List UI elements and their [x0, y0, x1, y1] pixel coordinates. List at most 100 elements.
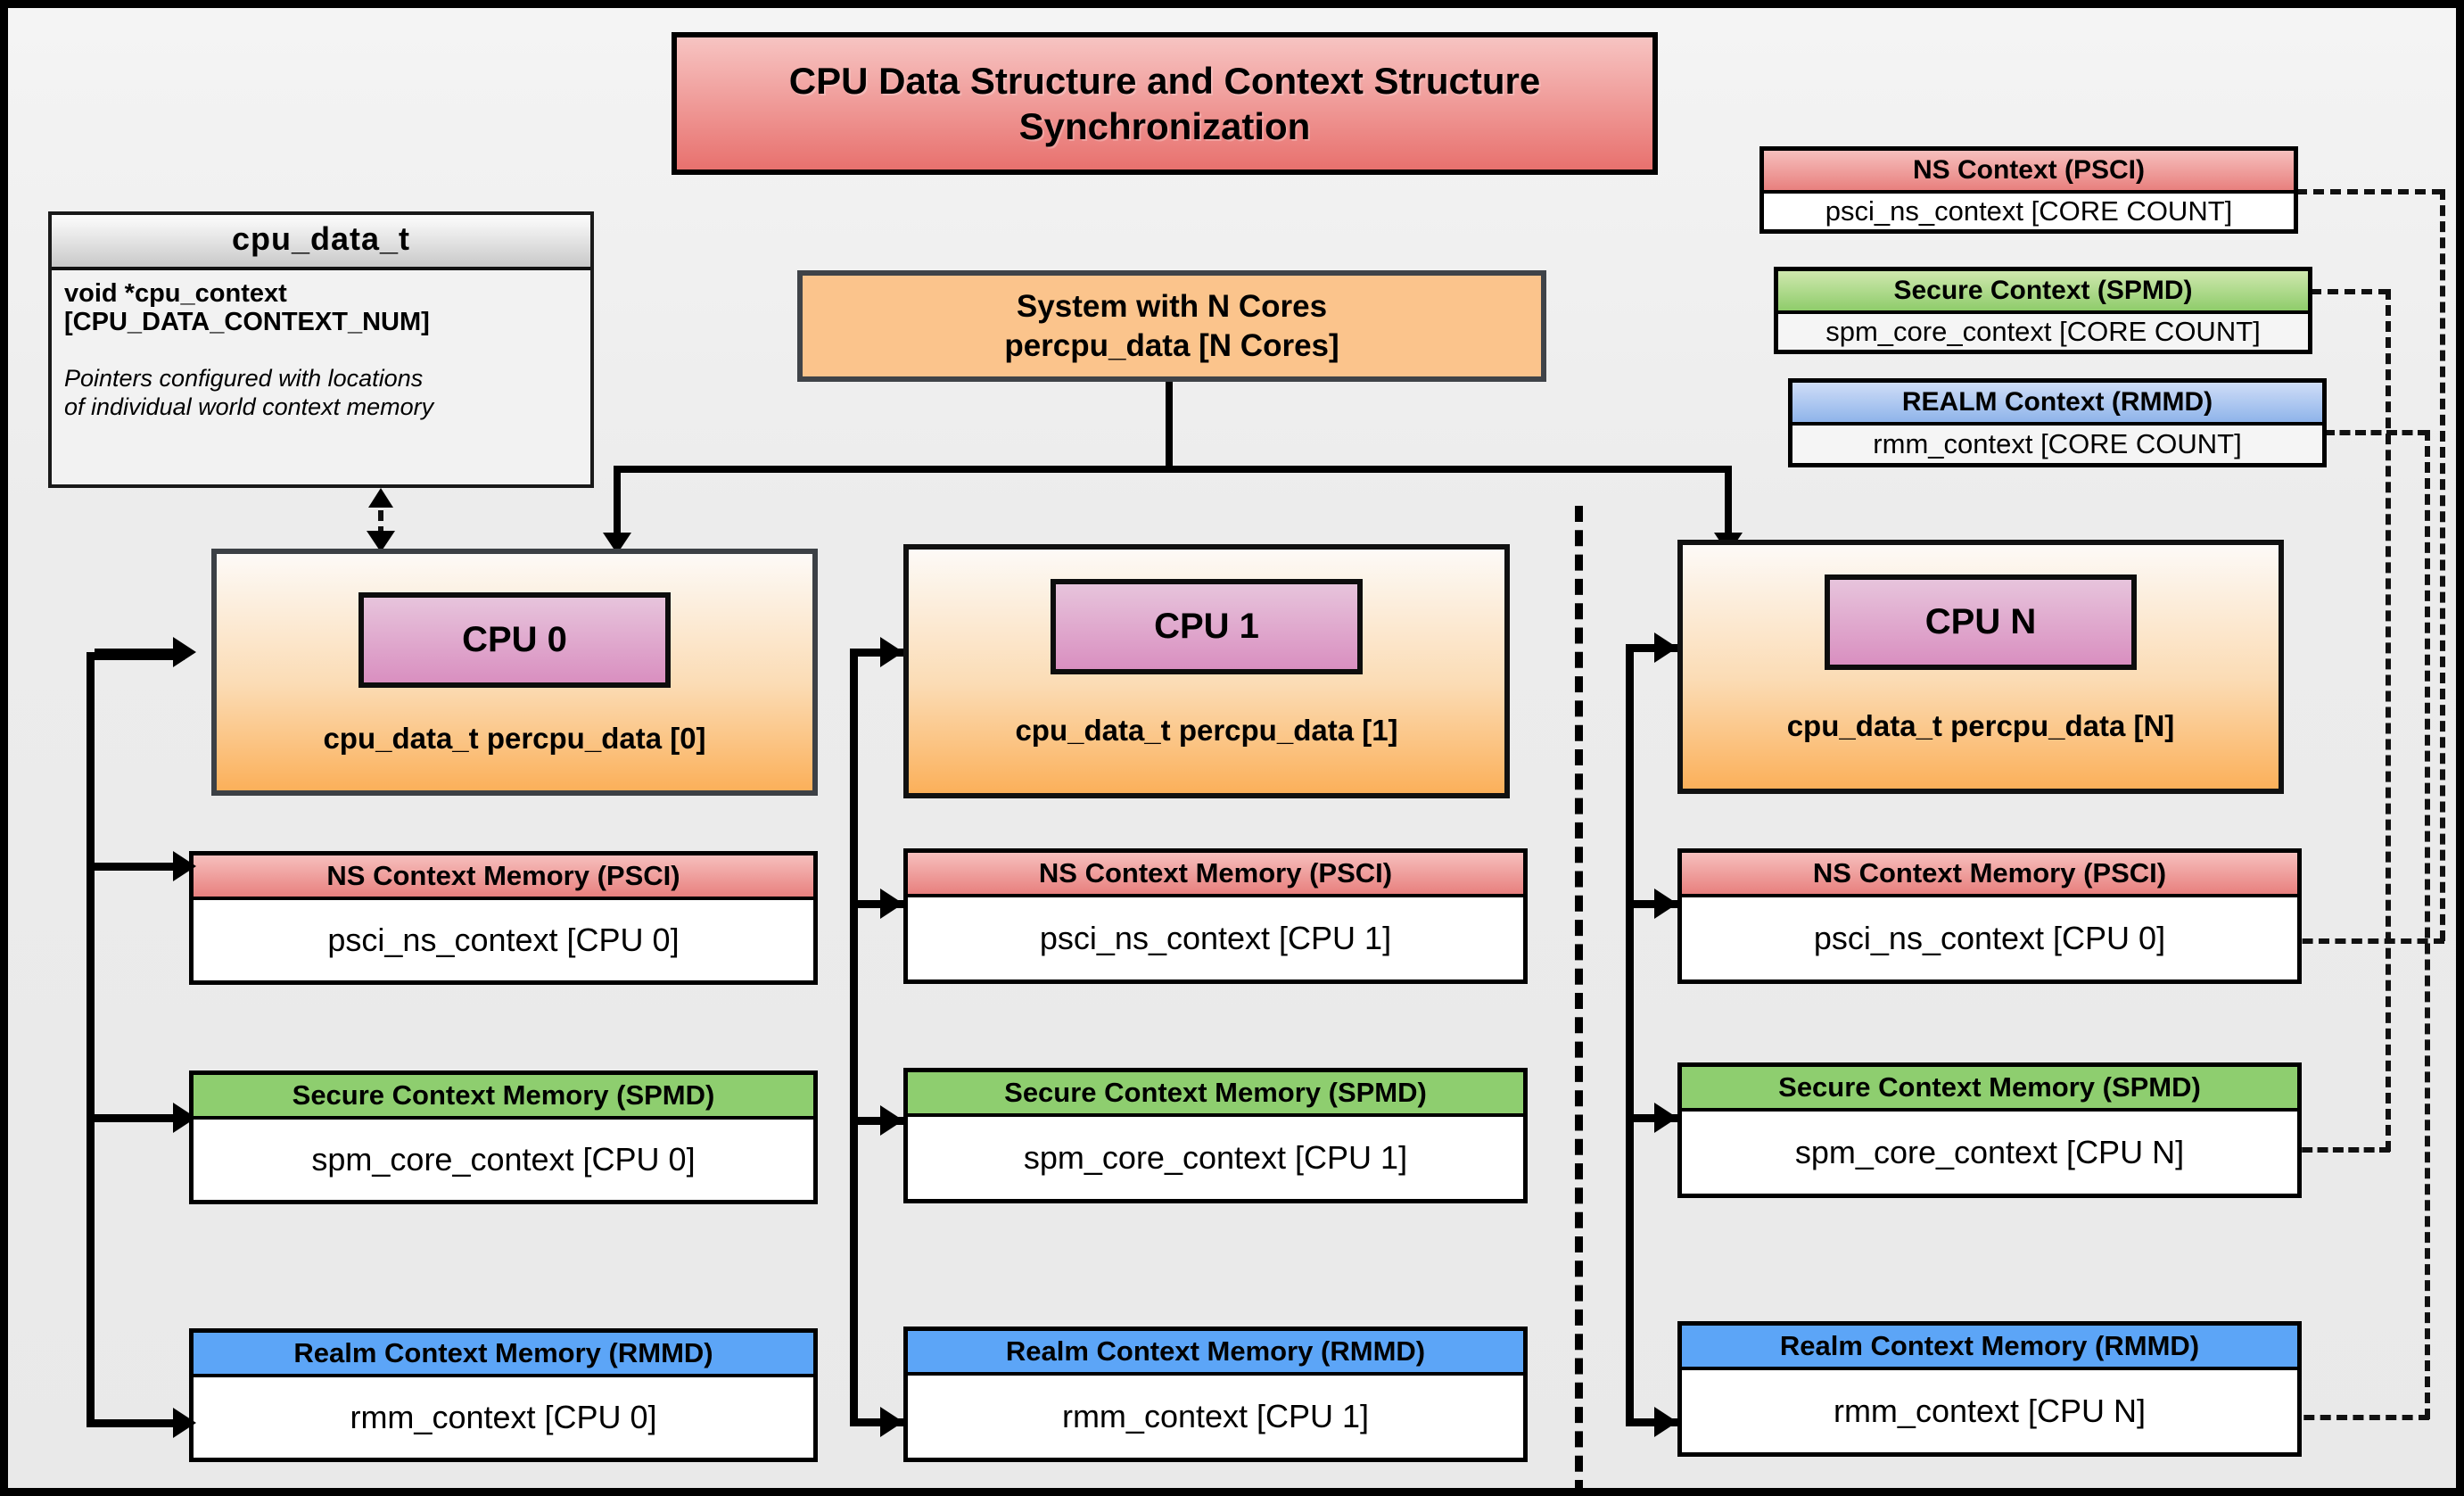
cpu1-context-realm: Realm Context Memory (RMMD) rmm_context … [903, 1327, 1528, 1462]
cpu0-context-secure: Secure Context Memory (SPMD) spm_core_co… [189, 1070, 818, 1204]
cpuN-container: CPU N cpu_data_t percpu_data [N] [1677, 540, 2284, 794]
cpu0-bus-branch-realm [87, 1419, 185, 1427]
dashed-secure-top [2311, 289, 2389, 294]
cpu1-chip-label: CPU 1 [1154, 607, 1259, 646]
cpu1-context-ns-header: NS Context Memory (PSCI) [908, 853, 1523, 897]
cpu-data-t-field-line2: [CPU_DATA_CONTEXT_NUM] [64, 308, 430, 337]
cpu0-bus-arrow-cpu [173, 637, 196, 667]
system-bus-left-drop [614, 466, 621, 541]
global-context-secure-body: spm_core_context [CORE COUNT] [1778, 314, 2308, 350]
cpu-data-t-struct-box: cpu_data_t void *cpu_context [CPU_DATA_C… [48, 211, 594, 488]
cpuN-bus-top-in [1626, 644, 1677, 652]
global-context-ns-body: psci_ns_context [CORE COUNT] [1764, 194, 2294, 229]
cpuN-bus-arrow-cpu [1654, 632, 1677, 663]
cpu-data-t-header: cpu_data_t [52, 215, 590, 270]
cpu1-bus-vertical [850, 649, 858, 1426]
cpu0-context-secure-body: spm_core_context [CPU 0] [194, 1120, 813, 1200]
global-context-box-ns: NS Context (PSCI) psci_ns_context [CORE … [1759, 146, 2298, 234]
cpu1-context-ns: NS Context Memory (PSCI) psci_ns_context… [903, 848, 1528, 984]
cpuN-bus-branch-ns [1626, 900, 1677, 908]
cpu1-bus-top-in [850, 649, 903, 657]
cpuN-bus-branch-secure [1626, 1114, 1677, 1122]
cpu1-context-realm-body: rmm_context [CPU 1] [908, 1376, 1523, 1458]
cpu-data-t-note-line2: of individual world context memory [64, 393, 434, 421]
cpu0-bus-branch-cpu [95, 649, 185, 657]
cpuN-bus-arrow-ns [1654, 889, 1677, 919]
cpu1-bus-arrow-ns [880, 889, 903, 919]
system-bus-horizontal [614, 466, 1732, 473]
cpu0-context-ns-header: NS Context Memory (PSCI) [194, 855, 813, 900]
cpu0-bus-branch-ns [95, 863, 185, 871]
cpuN-bus-arrow-realm [1654, 1407, 1677, 1437]
global-context-box-realm: REALM Context (RMMD) rmm_context [CORE C… [1788, 378, 2327, 467]
global-context-ns-header: NS Context (PSCI) [1764, 151, 2294, 194]
cpu-data-t-field-line1: void *cpu_context [64, 279, 287, 308]
cpuN-bus-branch-realm [1626, 1418, 1677, 1426]
cpuN-context-ns-body: psci_ns_context [CPU 0] [1682, 897, 2297, 979]
cpu0-bus-arrow-secure [173, 1103, 196, 1133]
dashed-ns-top [2296, 189, 2443, 194]
cpu0-context-realm: Realm Context Memory (RMMD) rmm_context … [189, 1328, 818, 1462]
cpuN-context-secure-body: spm_core_context [CPU N] [1682, 1112, 2297, 1194]
cpu0-context-ns: NS Context Memory (PSCI) psci_ns_context… [189, 851, 818, 985]
cpu0-chip-label: CPU 0 [462, 620, 567, 659]
cpu1-chip: CPU 1 [1051, 579, 1363, 674]
cpu1-container: CPU 1 cpu_data_t percpu_data [1] [903, 544, 1510, 798]
cpu0-bus-arrow-ns [173, 851, 196, 881]
cpuN-bus-arrow-secure [1654, 1103, 1677, 1133]
cpu0-context-ns-body: psci_ns_context [CPU 0] [194, 900, 813, 980]
system-box-line2: percpu_data [N Cores] [1004, 327, 1339, 363]
cpu0-chip: CPU 0 [358, 592, 671, 688]
cpu-data-t-link-dashed [378, 494, 383, 537]
cpuN-struct-label: cpu_data_t percpu_data [N] [1786, 709, 2175, 742]
cpuN-context-secure: Secure Context Memory (SPMD) spm_core_co… [1677, 1062, 2302, 1198]
cpu1-bus-branch-realm [850, 1418, 903, 1426]
cpu-data-t-note-line1: Pointers configured with locations [64, 364, 424, 392]
global-context-box-secure: Secure Context (SPMD) spm_core_context [… [1774, 267, 2312, 354]
cpuN-context-realm: Realm Context Memory (RMMD) rmm_context … [1677, 1321, 2302, 1457]
cpuN-context-ns: NS Context Memory (PSCI) psci_ns_context… [1677, 848, 2302, 984]
cpu1-context-realm-header: Realm Context Memory (RMMD) [908, 1331, 1523, 1376]
cpu1-bus-arrow-secure [880, 1105, 903, 1136]
dashed-realm-top [2324, 430, 2428, 435]
cpuN-context-ns-header: NS Context Memory (PSCI) [1682, 853, 2297, 897]
global-context-realm-body: rmm_context [CORE COUNT] [1792, 426, 2322, 463]
cpuN-context-realm-body: rmm_context [CPU N] [1682, 1370, 2297, 1452]
cpu0-context-realm-header: Realm Context Memory (RMMD) [194, 1333, 813, 1377]
cpu0-context-realm-body: rmm_context [CPU 0] [194, 1377, 813, 1458]
system-bus-stem [1166, 382, 1173, 467]
cpu1-context-secure-header: Secure Context Memory (SPMD) [908, 1072, 1523, 1117]
cpuN-chip-label: CPU N [1924, 602, 2037, 641]
cpuN-context-secure-header: Secure Context Memory (SPMD) [1682, 1067, 2297, 1112]
cpu0-context-secure-header: Secure Context Memory (SPMD) [194, 1075, 813, 1120]
cpu1-context-ns-body: psci_ns_context [CPU 1] [908, 897, 1523, 979]
global-context-realm-header: REALM Context (RMMD) [1792, 383, 2322, 426]
cpu-data-t-body: void *cpu_context [CPU_DATA_CONTEXT_NUM]… [52, 270, 590, 427]
dashed-ns-vertical [2440, 189, 2445, 941]
system-with-n-cores-box: System with N Cores percpu_data [N Cores… [797, 270, 1546, 382]
cpu0-container: CPU 0 cpu_data_t percpu_data [0] [211, 549, 818, 796]
dashed-realm-vertical [2425, 430, 2430, 1419]
cpu0-bus-branch-secure [95, 1114, 185, 1122]
cpu-data-t-link-arrow-up [368, 488, 393, 508]
cpu1-bus-branch-secure [850, 1117, 903, 1125]
cpu1-context-secure: Secure Context Memory (SPMD) spm_core_co… [903, 1068, 1528, 1203]
cpu1-context-secure-body: spm_core_context [CPU 1] [908, 1117, 1523, 1199]
dashed-secure-vertical [2386, 289, 2391, 1152]
cpu0-bus-arrow-realm [173, 1408, 196, 1438]
cpu1-bus-branch-ns [850, 900, 903, 908]
cpuN-chip: CPU N [1825, 574, 2137, 670]
dashed-ns-bottom [2204, 938, 2444, 944]
global-context-secure-header: Secure Context (SPMD) [1778, 271, 2308, 314]
column-separator-dashed [1575, 506, 1583, 1488]
diagram-title: CPU Data Structure and Context Structure… [788, 59, 1541, 147]
diagram-title-banner: CPU Data Structure and Context Structure… [672, 32, 1658, 175]
cpu0-bus-vertical [87, 652, 95, 1426]
cpu1-bus-arrow-cpu [880, 637, 903, 667]
cpu0-struct-label: cpu_data_t percpu_data [0] [323, 722, 706, 755]
cpuN-bus-vertical [1626, 644, 1634, 1426]
cpu1-bus-arrow-realm [880, 1407, 903, 1437]
cpu1-struct-label: cpu_data_t percpu_data [1] [1015, 714, 1398, 747]
cpuN-context-realm-header: Realm Context Memory (RMMD) [1682, 1326, 2297, 1370]
